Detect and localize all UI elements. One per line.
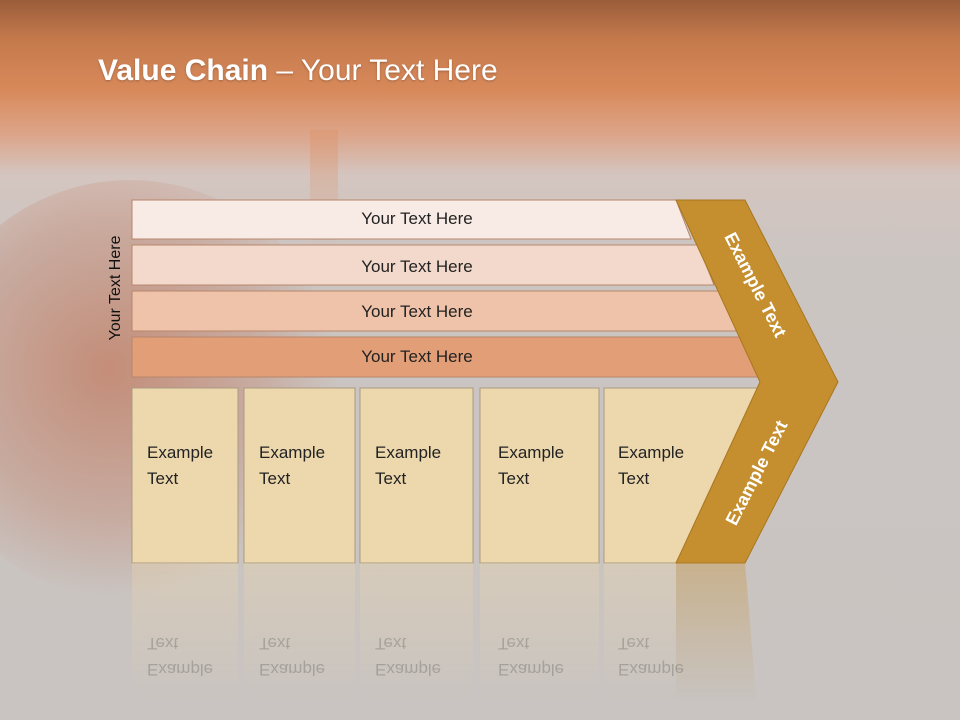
row-label-3: Your Text Here: [361, 302, 473, 321]
column-text-5-line1: Example: [618, 443, 685, 462]
column-text-1-line1: Example: [147, 443, 214, 462]
column-text-2-line2: Text: [259, 469, 291, 488]
column-box-1: [131, 387, 239, 564]
reflection: [132, 563, 759, 720]
column-text-1-line2: Text: [147, 469, 179, 488]
column-text-4-line2: Text: [498, 469, 530, 488]
title-bold: Value Chain: [98, 54, 269, 87]
column-box-3: [359, 387, 474, 564]
row-bar-1: [131, 199, 692, 240]
slide-title: Value Chain – Your Text Here: [98, 54, 498, 88]
row-bar-2: [131, 244, 715, 286]
row-label-4: Your Text Here: [361, 347, 473, 366]
title-rest: – Your Text Here: [268, 54, 498, 87]
row-label-1: Your Text Here: [361, 209, 473, 228]
column-text-3-line2: Text: [375, 469, 407, 488]
column-text-5-line2: Text: [618, 469, 650, 488]
column-box-4: [479, 387, 600, 564]
row-label-2: Your Text Here: [361, 257, 473, 276]
column-box-2: [243, 387, 356, 564]
column-text-4-line1: Example: [498, 443, 565, 462]
column-text-2-line1: Example: [259, 443, 326, 462]
column-text-3-line1: Example: [375, 443, 442, 462]
